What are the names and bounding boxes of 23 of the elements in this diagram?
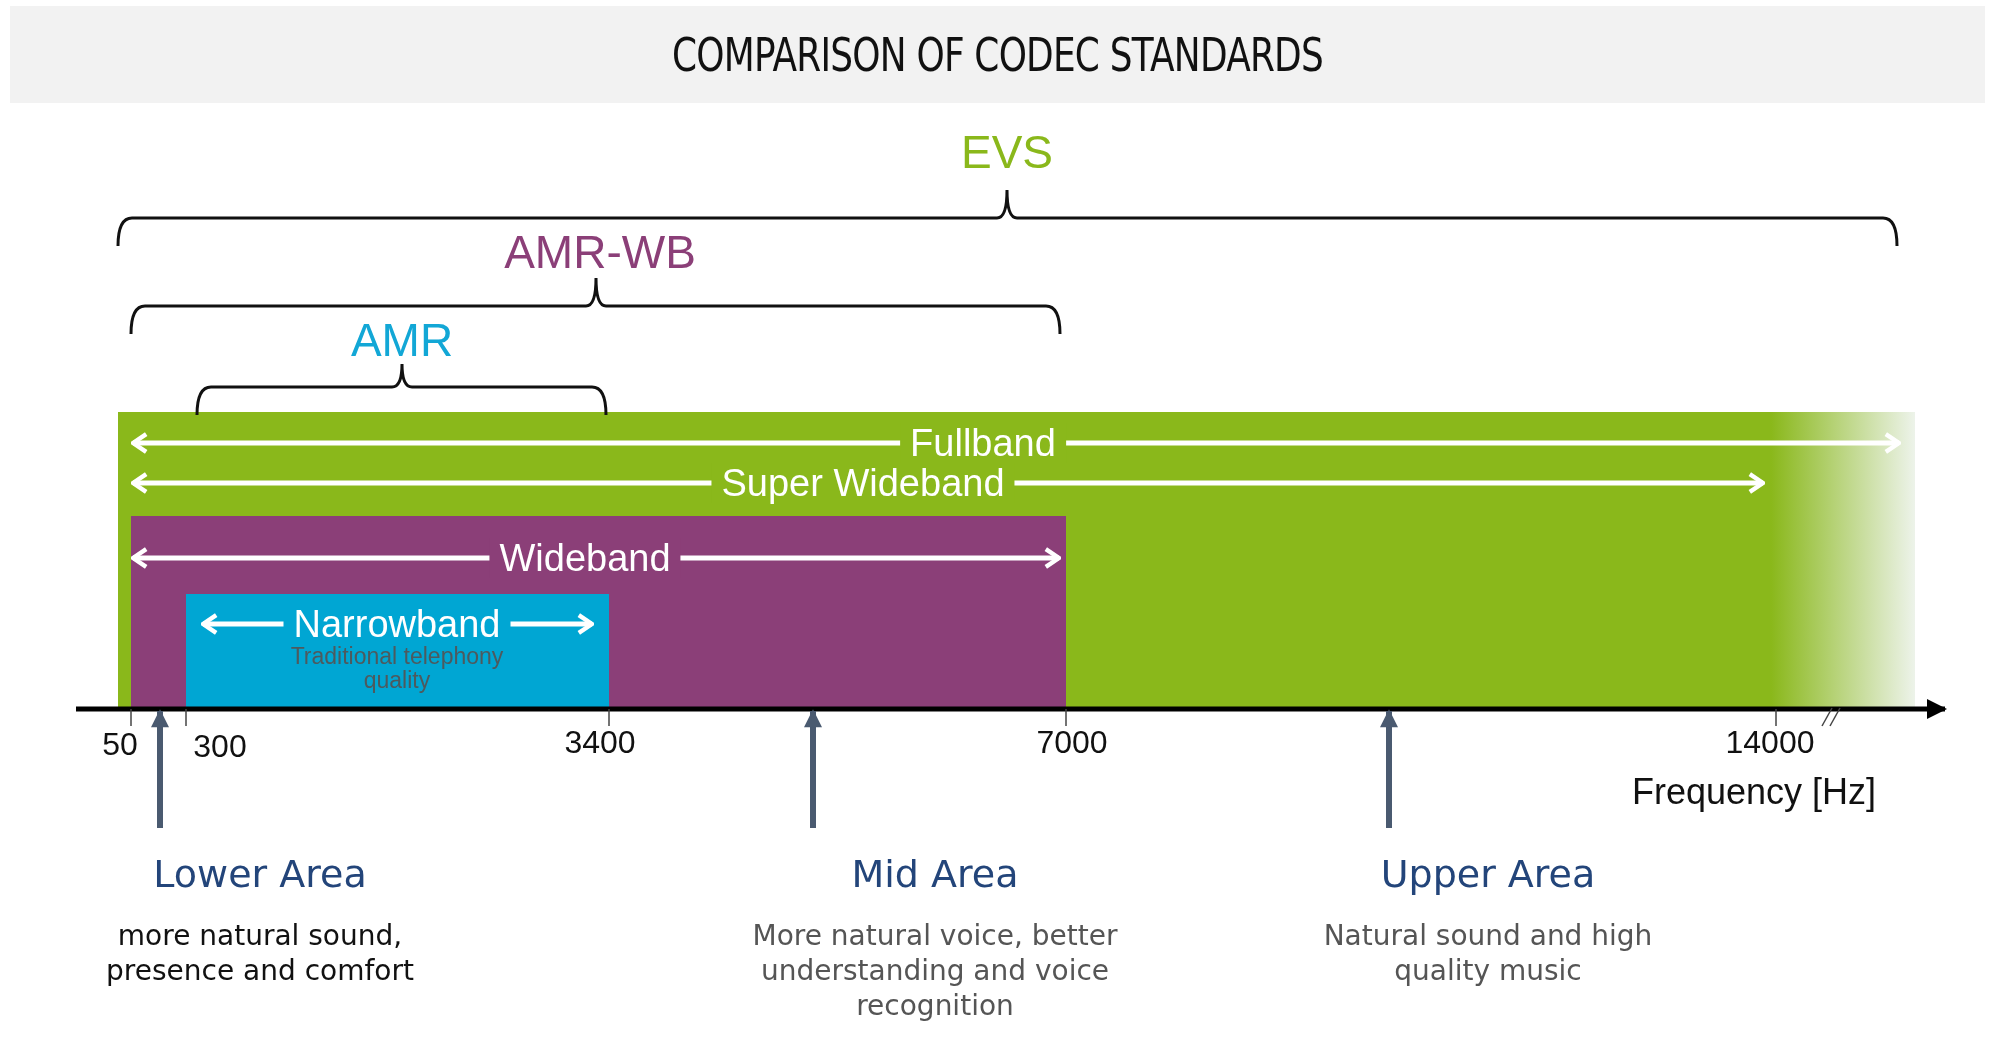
axis-title: Frequency [Hz] bbox=[1631, 771, 1877, 813]
bracket-label: AMR-WB bbox=[504, 225, 696, 279]
area-description: more natural sound, presence and comfort bbox=[105, 918, 415, 988]
area-heading: Lower Area bbox=[152, 852, 368, 896]
area-heading: Upper Area bbox=[1379, 852, 1597, 896]
arrow bbox=[804, 709, 822, 828]
tick-label: 300 bbox=[193, 727, 247, 765]
band-description: Traditional telephony quality bbox=[289, 644, 505, 692]
title: COMPARISON OF CODEC STANDARDS bbox=[671, 28, 1324, 82]
fullband-band bbox=[118, 412, 1915, 708]
area-description: More natural voice, better understanding and voice recognition bbox=[751, 918, 1119, 1023]
bracket-label: EVS bbox=[961, 125, 1053, 179]
arrow bbox=[151, 709, 169, 828]
tick-label: 14000 bbox=[1725, 723, 1815, 761]
area-heading: Mid Area bbox=[850, 852, 1020, 896]
tick-label: 3400 bbox=[564, 723, 636, 761]
wideband-band bbox=[131, 516, 1066, 708]
arrow bbox=[1380, 709, 1398, 828]
narrowband-band bbox=[186, 594, 609, 708]
area-description: Natural sound and high quality music bbox=[1322, 918, 1654, 988]
tick-label: 7000 bbox=[1036, 723, 1108, 761]
bracket-label: AMR bbox=[350, 313, 454, 367]
tick-label: 50 bbox=[102, 725, 138, 763]
